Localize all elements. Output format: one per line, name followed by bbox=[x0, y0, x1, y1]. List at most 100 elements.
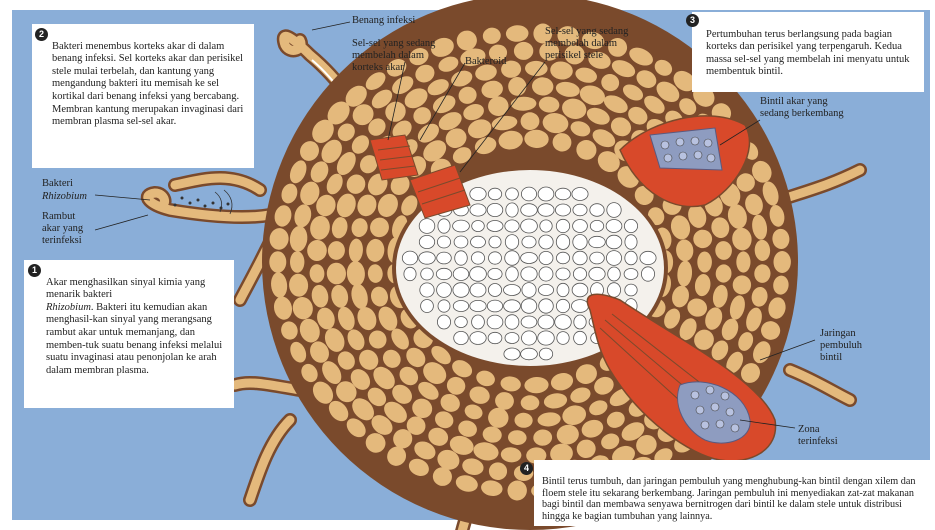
stele-cell bbox=[574, 315, 586, 329]
stele-cell bbox=[521, 299, 537, 314]
stele-cell bbox=[505, 220, 519, 232]
step-3-text: Pertumbuhan terus berlangsung pada bagia… bbox=[706, 29, 910, 78]
stele-cell bbox=[505, 333, 519, 344]
stele-cell bbox=[625, 284, 637, 296]
stele-cell bbox=[470, 283, 486, 297]
stele-cell bbox=[538, 187, 554, 201]
stele-cell bbox=[590, 204, 604, 217]
stele-cell bbox=[506, 203, 518, 217]
stele-cell bbox=[488, 332, 502, 343]
stele-cell bbox=[538, 315, 554, 329]
label-jaringan-pembuluh: Jaringan pembuluh bintil bbox=[820, 328, 862, 364]
stele-cell bbox=[556, 268, 570, 280]
stele-cell bbox=[455, 317, 468, 328]
stele-cell bbox=[538, 204, 554, 217]
stele-cell bbox=[572, 188, 588, 201]
cortex-cell bbox=[521, 112, 540, 130]
stele-cell bbox=[607, 203, 621, 218]
stele-cell bbox=[419, 252, 436, 264]
stele-cell bbox=[470, 204, 486, 216]
stele-cell bbox=[437, 252, 452, 264]
stele-cell bbox=[487, 315, 503, 329]
step-3-box: Pertumbuhan terus berlangsung pada bagia… bbox=[692, 12, 924, 92]
stele-cell bbox=[590, 252, 605, 264]
label-sel-perisikel: Sel-sel yang sedang membelah dalam peris… bbox=[545, 26, 628, 62]
stele-cell bbox=[624, 219, 637, 232]
stele-cell bbox=[471, 252, 484, 264]
step-3-number: 3 bbox=[686, 14, 699, 27]
stele-cell bbox=[606, 251, 621, 266]
stele-cell bbox=[488, 188, 501, 200]
cortex-cell bbox=[774, 251, 791, 273]
stele-cell bbox=[453, 283, 469, 298]
stele-cell bbox=[421, 268, 434, 280]
step-4-text: Bintil terus tumbuh, dan jaringan pembul… bbox=[542, 476, 915, 522]
stele-cell bbox=[489, 236, 501, 248]
stele-cell bbox=[539, 251, 553, 264]
step-4-number: 4 bbox=[520, 462, 533, 475]
stele-cell bbox=[489, 252, 502, 264]
stele-cell bbox=[557, 283, 569, 296]
stele-cell bbox=[472, 221, 485, 232]
stele-cell bbox=[608, 267, 621, 281]
stele-cell bbox=[539, 299, 554, 313]
stele-cell bbox=[538, 284, 553, 295]
stele-cell bbox=[521, 316, 537, 328]
stele-cell bbox=[624, 269, 638, 280]
stele-cell bbox=[607, 283, 620, 298]
stele-cell bbox=[404, 267, 416, 280]
step-2-text: Bakteri menembus korteks akar di dalam b… bbox=[52, 41, 243, 128]
stele-cell bbox=[574, 331, 587, 344]
stele-cell bbox=[589, 267, 605, 280]
stele-cell bbox=[438, 300, 450, 312]
stele-cell bbox=[455, 251, 468, 265]
cortex-cell bbox=[697, 252, 712, 273]
stele-cell bbox=[522, 331, 537, 345]
label-bakteri: Bakteri bbox=[42, 178, 73, 190]
stele-cell bbox=[573, 268, 586, 281]
stele-cell bbox=[555, 315, 572, 330]
stele-cell bbox=[505, 315, 519, 330]
stele-cell bbox=[572, 300, 589, 313]
stele-cell bbox=[454, 331, 469, 344]
stele-cell bbox=[453, 268, 469, 281]
cortex-cell bbox=[269, 251, 286, 273]
cortex-cell bbox=[736, 251, 750, 272]
stele-cell bbox=[487, 203, 503, 216]
stele-cell bbox=[505, 235, 518, 250]
stele-cell bbox=[506, 267, 519, 282]
stele-cell bbox=[573, 235, 587, 250]
stele-cell bbox=[521, 187, 536, 201]
stele-cell bbox=[538, 331, 555, 345]
stele-cell bbox=[573, 220, 588, 233]
stele-cell bbox=[453, 220, 470, 232]
stele-cell bbox=[470, 187, 486, 200]
stele-cell bbox=[470, 267, 487, 282]
stele-cell bbox=[454, 236, 468, 248]
stele-cell bbox=[522, 236, 536, 248]
step-1-text-a: Akar menghasilkan sinyal kimia yang mena… bbox=[46, 277, 205, 301]
step-2-number: 2 bbox=[35, 28, 48, 41]
stele-cell bbox=[589, 236, 606, 247]
stele-cell bbox=[555, 188, 570, 200]
stele-cell bbox=[521, 219, 538, 233]
stele-cell bbox=[437, 315, 450, 329]
stele-cell bbox=[470, 300, 486, 311]
stele-cell bbox=[539, 235, 553, 249]
stele-cell bbox=[470, 332, 486, 345]
stele-cell bbox=[487, 300, 502, 312]
step-2-box: Bakteri menembus korteks akar di dalam b… bbox=[32, 24, 254, 168]
stele-cell bbox=[573, 204, 587, 216]
stele-cell bbox=[488, 284, 501, 297]
step-1-box: Akar menghasilkan sinyal kimia yang mena… bbox=[24, 260, 234, 408]
stele-cell bbox=[521, 253, 538, 264]
stele-cell bbox=[625, 251, 637, 265]
stele-cell bbox=[556, 252, 569, 264]
label-sel-korteks: Sel-sel yang sedang membelah dalam korte… bbox=[352, 38, 435, 74]
stele-cell bbox=[557, 332, 569, 345]
label-bintil-berkembang: Bintil akar yang sedang berkembang bbox=[760, 96, 844, 120]
label-benang-infeksi: Benang infeksi bbox=[352, 15, 415, 27]
stele-cell bbox=[573, 251, 587, 265]
stele-cell bbox=[556, 299, 569, 312]
